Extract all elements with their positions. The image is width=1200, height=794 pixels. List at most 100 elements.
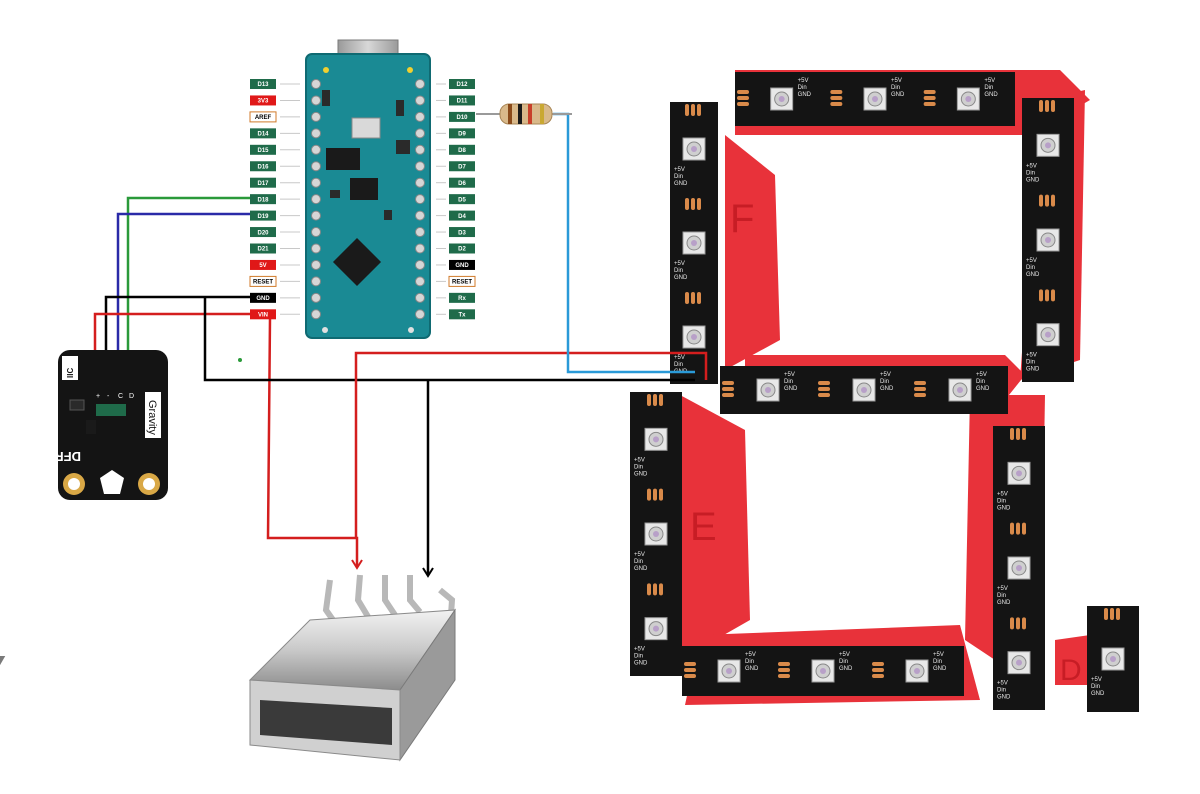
- wire-black-gnd-strip: [203, 297, 695, 382]
- pin-name: D6: [458, 181, 466, 187]
- strip-pad-label: GND: [997, 505, 1011, 511]
- strip-pad-label: GND: [1026, 367, 1040, 373]
- pin-name: 3V3: [258, 99, 269, 105]
- strip-pad-label: Din: [880, 379, 889, 385]
- strip-pad-label: +5V: [976, 372, 987, 378]
- wire-blue-d19: [116, 212, 254, 380]
- strip-pad-label: +5V: [839, 652, 850, 658]
- pin-pad: [311, 227, 321, 238]
- pin-name: D21: [257, 247, 269, 253]
- strip-pad-label: GND: [634, 471, 648, 477]
- segment-e: [680, 395, 750, 660]
- strip-pad-label: Din: [674, 268, 683, 274]
- strip-pad-label: GND: [997, 695, 1011, 701]
- pin-pad: [415, 194, 425, 205]
- strip-pad-label: Din: [997, 688, 1006, 694]
- pin-pad: [311, 111, 321, 122]
- arrow-red-usb: [351, 559, 363, 570]
- pin-pad: [415, 309, 425, 320]
- strip-pad-label: +5V: [674, 167, 685, 173]
- arduino-nano: D133V3AREFD14D15D16D17D18D19D20D215VRESE…: [249, 39, 476, 339]
- strip-pad-label: +5V: [784, 372, 795, 378]
- pin-label-right: GND: [436, 259, 475, 270]
- pin-label-right: D11: [436, 95, 475, 106]
- pin-label-left: D13: [250, 79, 300, 89]
- wire-red-vin-usb: [266, 317, 359, 566]
- pin-label-right: D2: [436, 243, 475, 254]
- pin-pad: [415, 177, 425, 188]
- pin-label-left: D18: [250, 194, 300, 205]
- strip-pad-label: Din: [976, 379, 985, 385]
- pin-pad: [415, 79, 425, 89]
- strip-pad-label: Din: [784, 379, 793, 385]
- pin-label-left: D14: [250, 128, 300, 139]
- resistor: [476, 103, 572, 125]
- strip-pad-label: +5V: [880, 372, 891, 378]
- strip-pad-label: GND: [1026, 272, 1040, 278]
- pin-name: D10: [456, 115, 468, 121]
- pin-name: GND: [455, 263, 469, 269]
- strip-pad-label: +5V: [674, 261, 685, 267]
- strip-pad-label: GND: [1091, 691, 1105, 697]
- pin-name: D4: [458, 214, 466, 220]
- pin-name: D5: [458, 197, 466, 203]
- strip-pad-label: GND: [798, 92, 812, 98]
- strip-pad-label: Din: [634, 559, 643, 565]
- pin-label-right: Tx: [436, 309, 475, 320]
- pin-name: D12: [456, 82, 468, 88]
- pin-pad: [311, 276, 321, 287]
- strip-pad-label: Din: [674, 362, 683, 368]
- strip-pad-label: +5V: [745, 652, 756, 658]
- pin-name: D14: [257, 132, 269, 138]
- pin-pad: [311, 243, 321, 254]
- strip-pad-label: Din: [798, 85, 807, 91]
- strip-pad-label: Din: [674, 174, 683, 180]
- led-strips: +5VDinGND+5VDinGND+5VDinGND+5VDinGND+5VD…: [630, 72, 1139, 712]
- pin-label-left: 5V: [250, 259, 300, 270]
- strip-pad-label: GND: [933, 666, 947, 672]
- strip-pad-label: GND: [839, 666, 853, 672]
- pin-name: GND: [256, 296, 270, 302]
- pin-name: D19: [257, 214, 269, 220]
- pin-label-left: D21: [250, 243, 300, 254]
- strip-pad-label: Din: [634, 654, 643, 660]
- strip-pad-label: Din: [984, 85, 993, 91]
- pin-name: D17: [257, 181, 269, 187]
- pin-pad: [415, 144, 425, 155]
- segment-f: [725, 135, 780, 370]
- pin-name: Rx: [458, 296, 466, 302]
- sensor-iic-badge: [62, 356, 78, 380]
- strip-pad-label: GND: [880, 386, 894, 392]
- pin-pad: [415, 128, 425, 139]
- pin-pad: [415, 292, 425, 303]
- pin-label-left: RESET: [249, 275, 300, 287]
- strip-pad-label: GND: [1026, 177, 1040, 183]
- pin-label-left: D15: [250, 144, 300, 155]
- pin-label-left: D19: [250, 210, 300, 221]
- sensor-pin-label: -: [107, 393, 110, 400]
- strip-pad-label: Din: [891, 85, 900, 91]
- pin-label-right: D4: [436, 210, 475, 221]
- strip-pad-label: +5V: [674, 355, 685, 361]
- pin-label-right: RESET: [436, 275, 476, 287]
- usb-cavity: [260, 700, 392, 745]
- reset-button: [351, 117, 381, 139]
- strip-pad-label: GND: [634, 661, 648, 667]
- strip-pad-label: Din: [745, 659, 754, 665]
- pin-pad: [311, 144, 321, 155]
- pin-label-left: VIN: [250, 309, 300, 320]
- pin-pad: [311, 95, 321, 106]
- pin-pad: [311, 259, 321, 270]
- pin-label-right: D7: [436, 161, 475, 172]
- strip-pad-label: Din: [1091, 684, 1100, 690]
- pin-name: D9: [458, 132, 466, 138]
- pin-pad: [415, 259, 425, 270]
- sensor-name-badge: [145, 392, 161, 438]
- strip-pad-label: Din: [839, 659, 848, 665]
- strip-pad-label: +5V: [997, 681, 1008, 687]
- strip-pad-label: Din: [1026, 170, 1035, 176]
- pin-pad: [415, 210, 425, 221]
